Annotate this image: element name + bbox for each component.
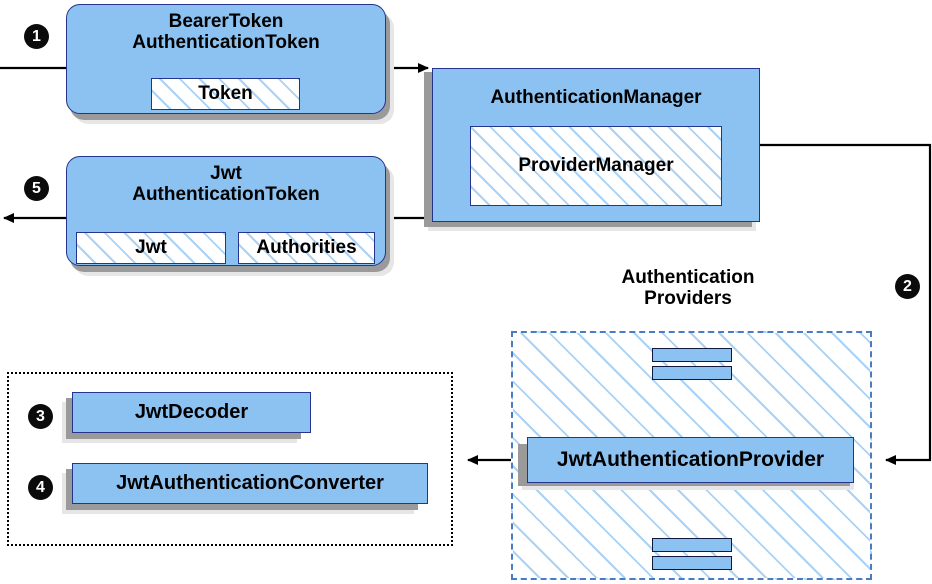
jwt-decoder-label: JwtDecoder [134, 400, 249, 423]
jwt-support-group [7, 372, 453, 546]
provider-bar-upper-1 [652, 348, 732, 362]
jwt-provider-label: JwtAuthenticationProvider [556, 447, 825, 471]
node-jwt-authentication-converter[interactable]: JwtAuthenticationConverter [72, 463, 428, 504]
provider-bar-lower-1 [652, 538, 732, 552]
step-badge-2: 2 [895, 274, 920, 299]
node-jwt-field[interactable]: Jwt [76, 232, 226, 264]
jwt-token-title-line1: Jwt [210, 163, 242, 184]
jwt-field-label: Jwt [135, 237, 167, 258]
token-field-label: Token [198, 83, 253, 104]
jwt-converter-label: JwtAuthenticationConverter [116, 471, 384, 494]
step-badge-5: 5 [24, 176, 49, 201]
authentication-providers-caption: Authentication Providers [562, 267, 814, 310]
authentication-manager-title: AuthenticationManager [490, 87, 702, 108]
node-provider-manager[interactable]: ProviderManager [470, 126, 722, 206]
provider-bar-lower-2 [652, 556, 732, 570]
step-badge-3: 3 [28, 404, 53, 429]
providers-caption-line1: Authentication [621, 267, 755, 288]
step-badge-1: 1 [24, 24, 49, 49]
providers-caption-line2: Providers [644, 287, 732, 309]
authorities-field-label: Authorities [256, 237, 357, 258]
provider-bar-upper-2 [652, 366, 732, 380]
node-jwt-decoder[interactable]: JwtDecoder [72, 392, 311, 433]
provider-manager-label: ProviderManager [518, 155, 674, 176]
bearer-token-title-line1: BearerToken [168, 11, 284, 32]
node-token-field[interactable]: Token [151, 78, 300, 110]
step-badge-4: 4 [28, 475, 53, 500]
node-authorities-field[interactable]: Authorities [238, 232, 375, 264]
bearer-token-title-line2: AuthenticationToken [132, 31, 320, 53]
jwt-token-title-line2: AuthenticationToken [132, 183, 320, 205]
node-jwt-authentication-provider[interactable]: JwtAuthenticationProvider [527, 437, 854, 483]
